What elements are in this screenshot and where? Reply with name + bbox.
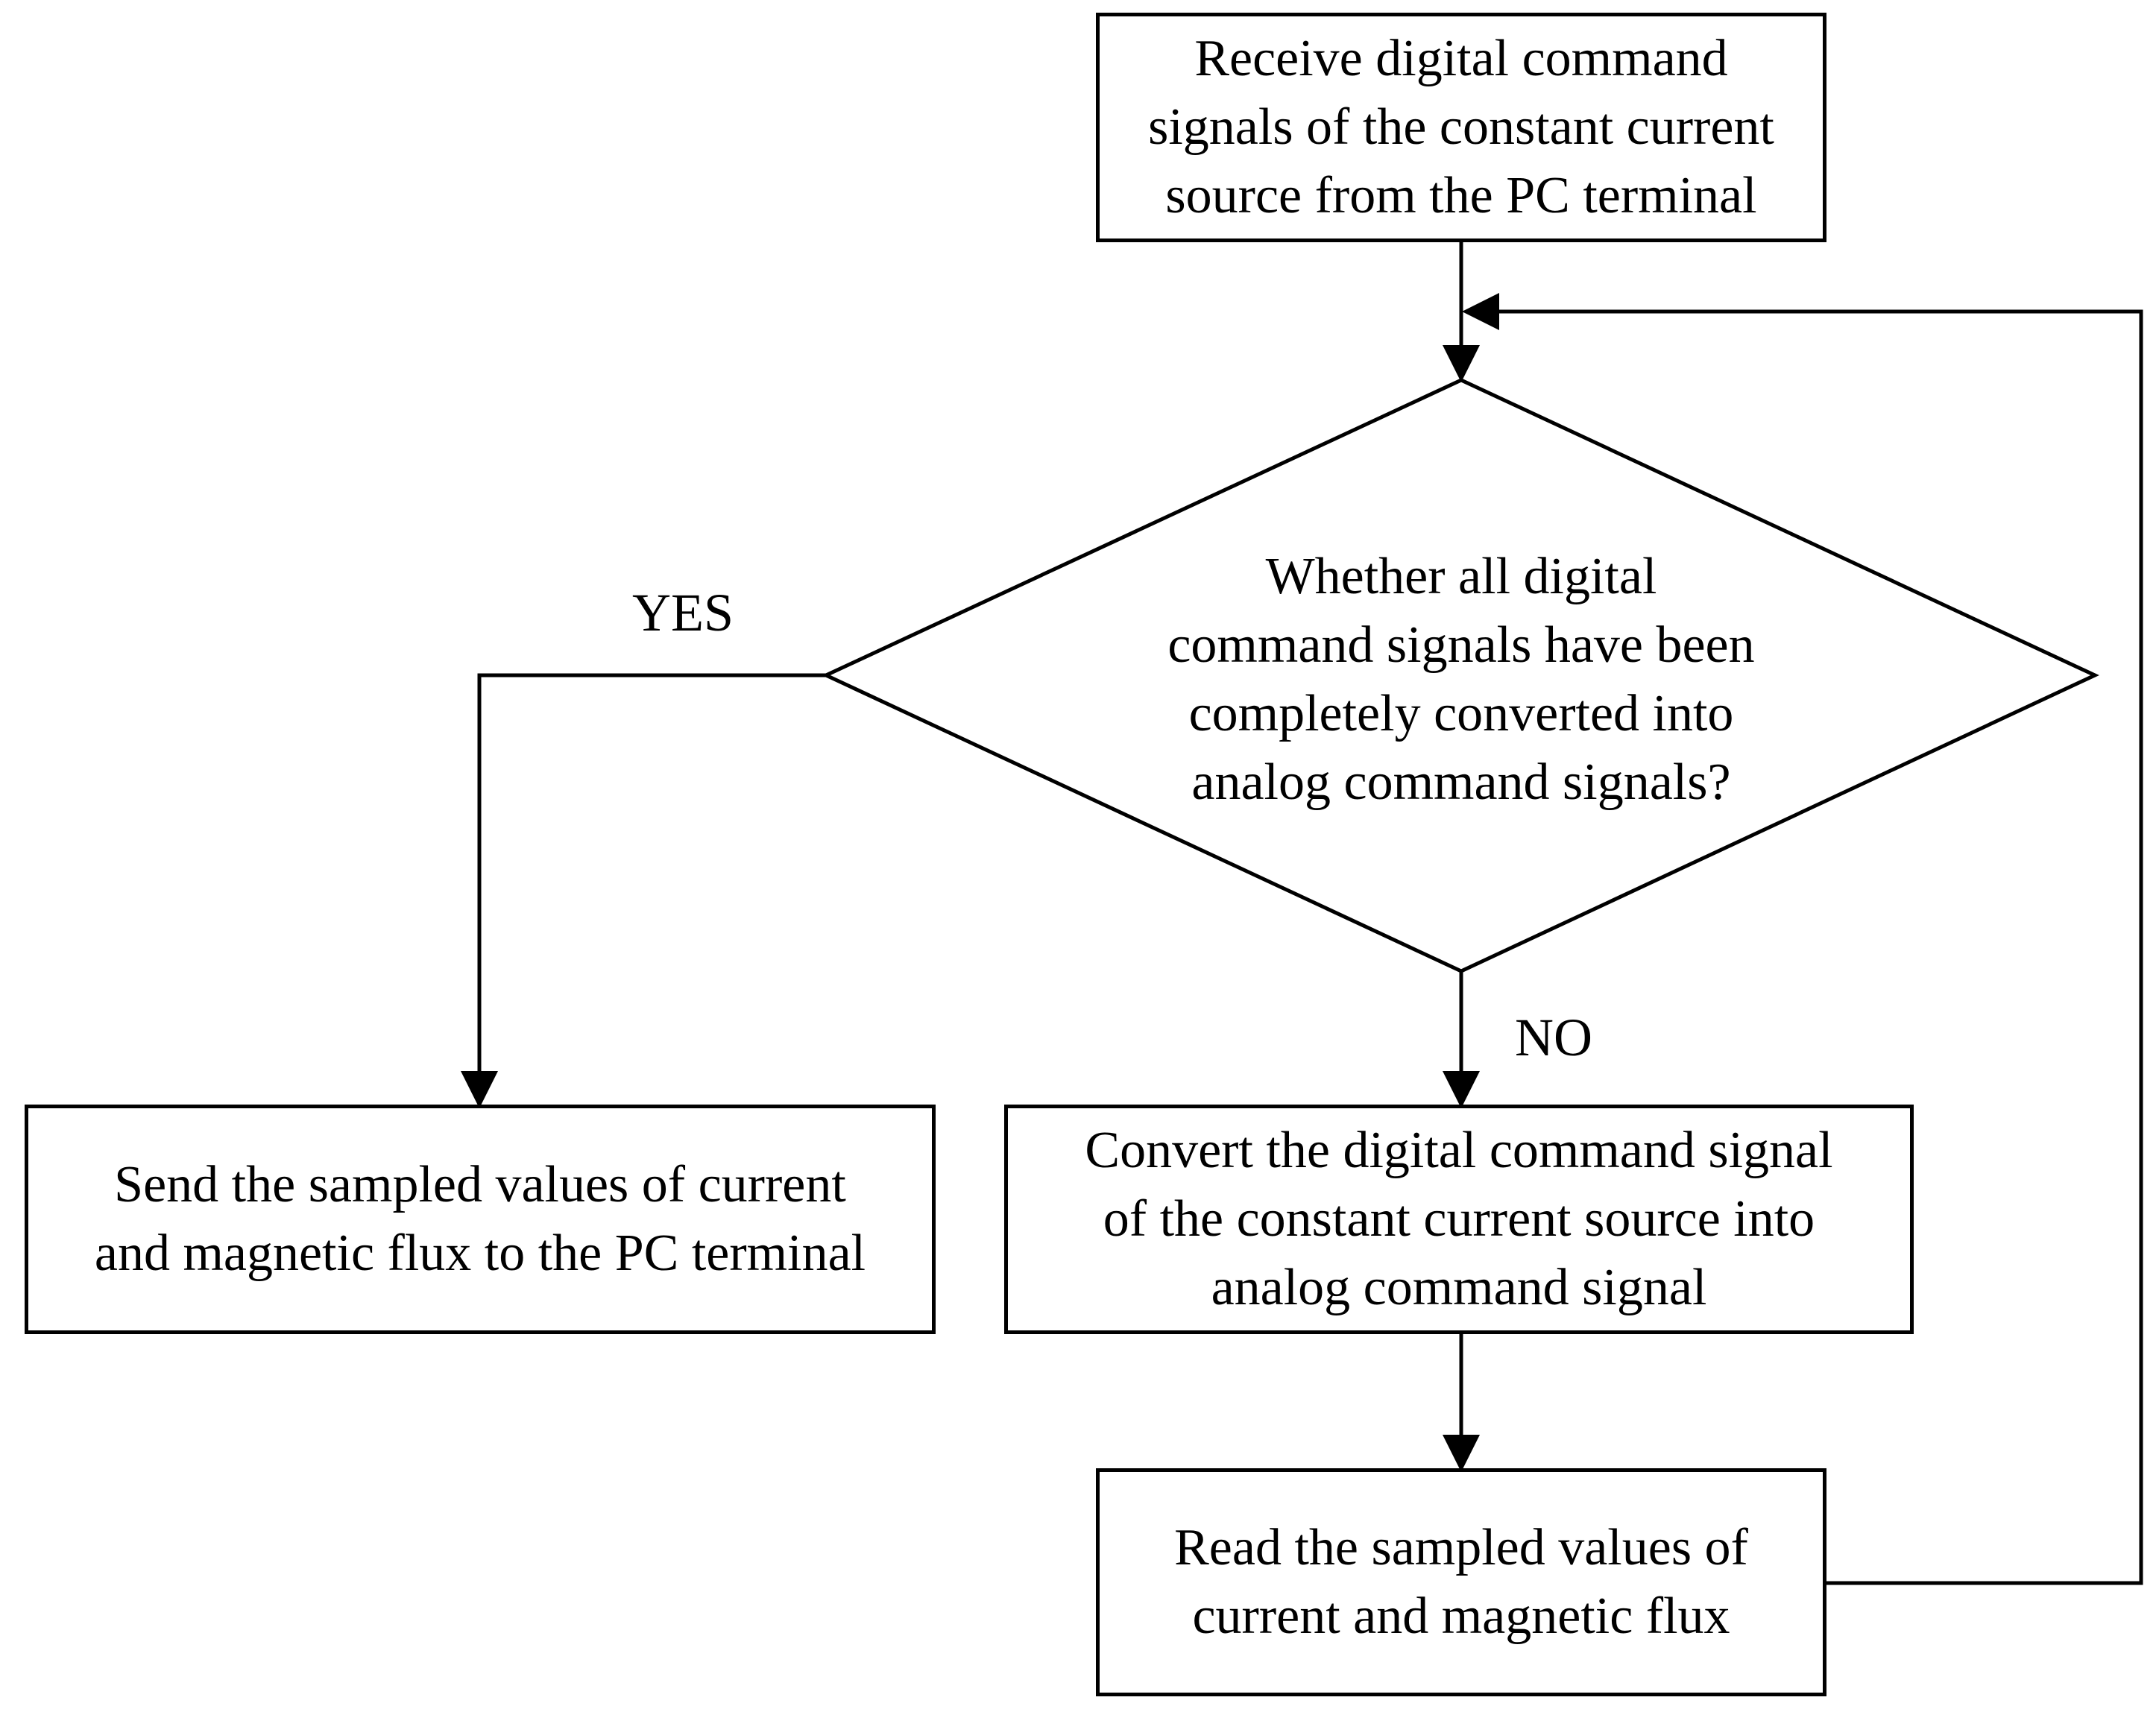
receive-command-line: source from the PC terminal xyxy=(1165,167,1757,224)
read-values-text: Read the sampled values of current and m… xyxy=(1174,1514,1748,1651)
convert-signal-line: of the constant current source into xyxy=(1103,1190,1815,1248)
receive-command-line: signals of the constant current xyxy=(1148,98,1774,156)
decision-line: command signals have been xyxy=(1167,616,1755,674)
convert-signal-box: Convert the digital command signal of th… xyxy=(1004,1105,1914,1334)
decision-text: Whether all digital command signals have… xyxy=(969,531,1953,829)
decision-line: analog command signals? xyxy=(1191,754,1731,811)
send-values-text: Send the sampled values of current and m… xyxy=(95,1151,866,1288)
receive-command-line: Receive digital command xyxy=(1194,30,1728,87)
send-values-line: Send the sampled values of current xyxy=(114,1156,846,1213)
read-values-line: Read the sampled values of xyxy=(1174,1519,1748,1576)
send-values-box: Send the sampled values of current and m… xyxy=(25,1105,936,1334)
decision-line: Whether all digital xyxy=(1265,548,1657,605)
decision-line: completely converted into xyxy=(1188,685,1734,742)
yes-label: YES xyxy=(632,583,734,642)
send-values-line: and magnetic flux to the PC terminal xyxy=(94,1225,866,1282)
receive-command-box: Receive digital command signals of the c… xyxy=(1096,13,1826,242)
receive-command-text: Receive digital command signals of the c… xyxy=(1148,25,1774,230)
convert-signal-line: Convert the digital command signal xyxy=(1085,1122,1833,1179)
convert-signal-text: Convert the digital command signal of th… xyxy=(1085,1116,1832,1322)
read-values-line: current and magnetic flux xyxy=(1192,1588,1730,1645)
arrow-read-loop-back xyxy=(1462,293,2143,1585)
arrow-decision-yes-to-send xyxy=(461,673,826,1108)
convert-signal-line: analog command signal xyxy=(1211,1259,1707,1316)
no-label: NO xyxy=(1515,1008,1592,1067)
read-values-box: Read the sampled values of current and m… xyxy=(1096,1468,1826,1696)
